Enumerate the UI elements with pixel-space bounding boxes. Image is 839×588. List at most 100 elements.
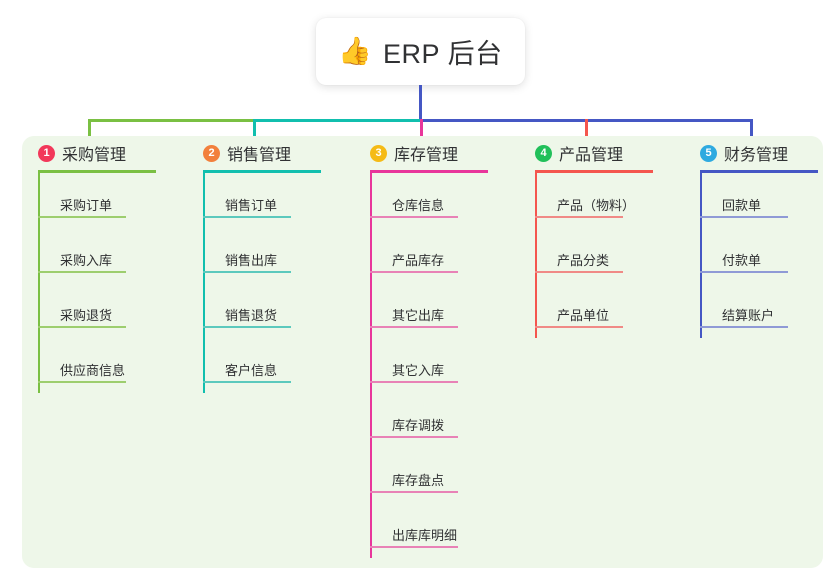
branch-item-label: 结算账户: [722, 308, 775, 323]
branch-column-5: 5 财务管理回款单付款单结算账户: [692, 136, 839, 338]
branch-item[interactable]: 产品分类: [535, 228, 687, 283]
branch-item[interactable]: 供应商信息: [38, 338, 190, 393]
branch-item[interactable]: 采购退货: [38, 283, 190, 338]
branch-item-underline: [700, 271, 788, 273]
branch-item-underline: [203, 326, 291, 328]
branch-item[interactable]: 其它出库: [370, 283, 522, 338]
branch-item-label: 供应商信息: [60, 363, 126, 378]
branch-item[interactable]: 客户信息: [203, 338, 355, 393]
branch-header-4[interactable]: 4 产品管理: [527, 136, 687, 170]
branch-number-badge: 5: [700, 144, 717, 162]
branch-item-label: 采购订单: [60, 198, 113, 213]
branch-item-underline: [370, 436, 458, 438]
branch-header-5[interactable]: 5 财务管理: [692, 136, 839, 170]
branch-item-underline: [203, 271, 291, 273]
branch-number-badge: 1: [38, 144, 55, 162]
branch-header-1[interactable]: 1 采购管理: [30, 136, 190, 170]
branch-item[interactable]: 其它入库: [370, 338, 522, 393]
branch-item[interactable]: 采购入库: [38, 228, 190, 283]
branch-item[interactable]: 销售退货: [203, 283, 355, 338]
branch-title: 采购管理: [62, 147, 127, 164]
branch-column-1: 1 采购管理采购订单采购入库采购退货供应商信息: [30, 136, 190, 393]
branch-column-4: 4 产品管理产品（物料） 产品分类产品单位: [527, 136, 687, 338]
branch-item-label: 出库库明细: [392, 528, 458, 543]
branch-item-underline: [700, 216, 788, 218]
branch-item-label: 仓库信息: [392, 198, 445, 213]
branch-item[interactable]: 销售订单: [203, 173, 355, 228]
branch-item-label: 库存调拨: [392, 418, 445, 433]
branch-item-label: 其它出库: [392, 308, 445, 323]
branch-item-underline: [700, 326, 788, 328]
branch-underline: [700, 170, 818, 173]
branch-item-underline: [535, 326, 623, 328]
branch-item-underline: [370, 491, 458, 493]
branch-spine: [370, 173, 372, 558]
bus-segment-2: [253, 119, 423, 122]
branch-item-underline: [370, 216, 458, 218]
branch-item-underline: [203, 216, 291, 218]
branch-item[interactable]: 结算账户: [700, 283, 839, 338]
branch-item-label: 采购入库: [60, 253, 113, 268]
branch-item-list: 仓库信息产品库存其它出库其它入库库存调拨库存盘点出库库明细: [370, 173, 522, 558]
root-stem-line: [419, 85, 422, 122]
branch-title: 财务管理: [724, 147, 789, 164]
branch-title: 库存管理: [394, 147, 459, 164]
branch-item[interactable]: 库存调拨: [370, 393, 522, 448]
branch-item[interactable]: 仓库信息: [370, 173, 522, 228]
branch-item-list: 回款单付款单结算账户: [700, 173, 839, 338]
branch-item[interactable]: 采购订单: [38, 173, 190, 228]
branch-item-label: 付款单: [722, 253, 762, 268]
branch-item-label: 采购退货: [60, 308, 113, 323]
branch-item-underline: [370, 271, 458, 273]
branch-item[interactable]: 产品库存: [370, 228, 522, 283]
branch-title: 销售管理: [227, 147, 292, 164]
branch-item-underline: [370, 546, 458, 548]
branch-item-list: 采购订单采购入库采购退货供应商信息: [38, 173, 190, 393]
branch-number-badge: 3: [370, 144, 387, 162]
branch-item-list: 产品（物料） 产品分类产品单位: [535, 173, 687, 338]
branch-item-label: 产品库存: [392, 253, 445, 268]
branch-item[interactable]: 产品（物料）: [535, 173, 687, 228]
branch-item[interactable]: 回款单: [700, 173, 839, 228]
branch-item-label: 销售订单: [225, 198, 278, 213]
branch-item-list: 销售订单销售出库销售退货客户信息: [203, 173, 355, 393]
branch-item-underline: [370, 326, 458, 328]
branch-spine: [38, 173, 40, 393]
branch-item[interactable]: 产品单位: [535, 283, 687, 338]
branch-item-label: 销售出库: [225, 253, 278, 268]
branch-item[interactable]: 出库库明细: [370, 503, 522, 558]
branch-spine: [203, 173, 205, 393]
branch-underline: [203, 170, 321, 173]
branch-item-label: 库存盘点: [392, 473, 445, 488]
branch-item[interactable]: 付款单: [700, 228, 839, 283]
branch-spine: [700, 173, 702, 338]
branch-item-underline: [38, 381, 126, 383]
branch-underline: [535, 170, 653, 173]
branch-item[interactable]: 库存盘点: [370, 448, 522, 503]
branch-number-badge: 4: [535, 144, 552, 162]
branch-item-underline: [535, 216, 623, 218]
branch-item-label: 产品（物料）: [557, 198, 636, 213]
branch-item[interactable]: 销售出库: [203, 228, 355, 283]
branch-item-label: 其它入库: [392, 363, 445, 378]
branch-item-label: 产品分类: [557, 253, 610, 268]
branch-title: 产品管理: [559, 147, 624, 164]
branch-column-3: 3 库存管理仓库信息产品库存其它出库其它入库库存调拨库存盘点出库库明细: [362, 136, 522, 558]
branch-item-label: 产品单位: [557, 308, 610, 323]
bus-segment-1: [88, 119, 256, 122]
branch-header-3[interactable]: 3 库存管理: [362, 136, 522, 170]
root-node[interactable]: 👍 ERP 后台: [316, 18, 525, 85]
branch-underline: [370, 170, 488, 173]
branch-item-label: 客户信息: [225, 363, 278, 378]
branch-item-underline: [535, 271, 623, 273]
branch-underline: [38, 170, 156, 173]
branch-item-label: 销售退货: [225, 308, 278, 323]
branch-spine: [535, 173, 537, 338]
branch-item-underline: [38, 326, 126, 328]
branch-item-underline: [38, 216, 126, 218]
page-title: ERP 后台: [383, 39, 503, 69]
